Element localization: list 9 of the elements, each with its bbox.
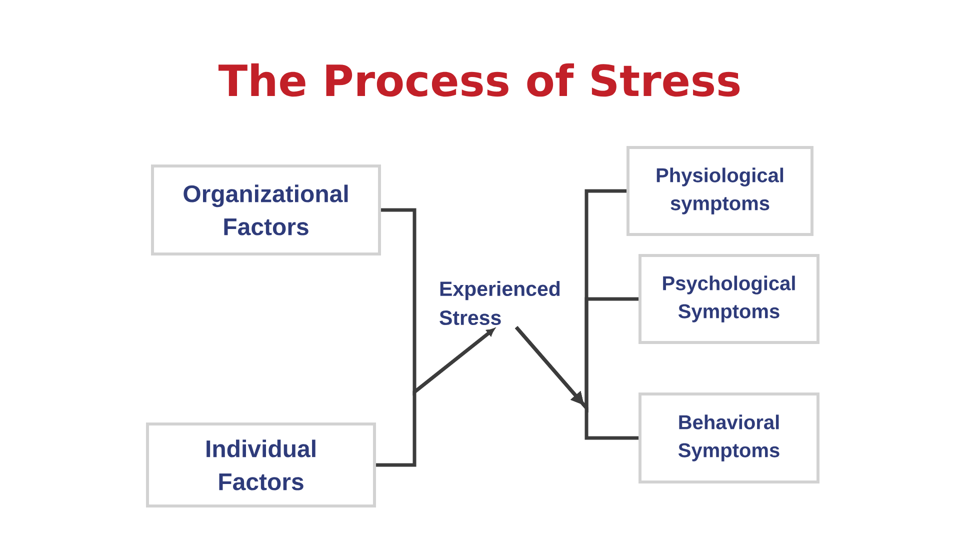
process-box: Physiological symptoms xyxy=(626,146,814,236)
node-text: Experienced Stress xyxy=(440,280,560,326)
arrow xyxy=(376,328,494,467)
process-box: Psychological Symptoms xyxy=(638,254,820,344)
title: The Process of Stress xyxy=(218,63,740,97)
arrow xyxy=(514,326,638,440)
process-box: Behavioral Symptoms xyxy=(638,392,820,484)
process-box: Organizational Factors xyxy=(151,164,381,256)
process-box: Individual Factors xyxy=(146,422,376,508)
